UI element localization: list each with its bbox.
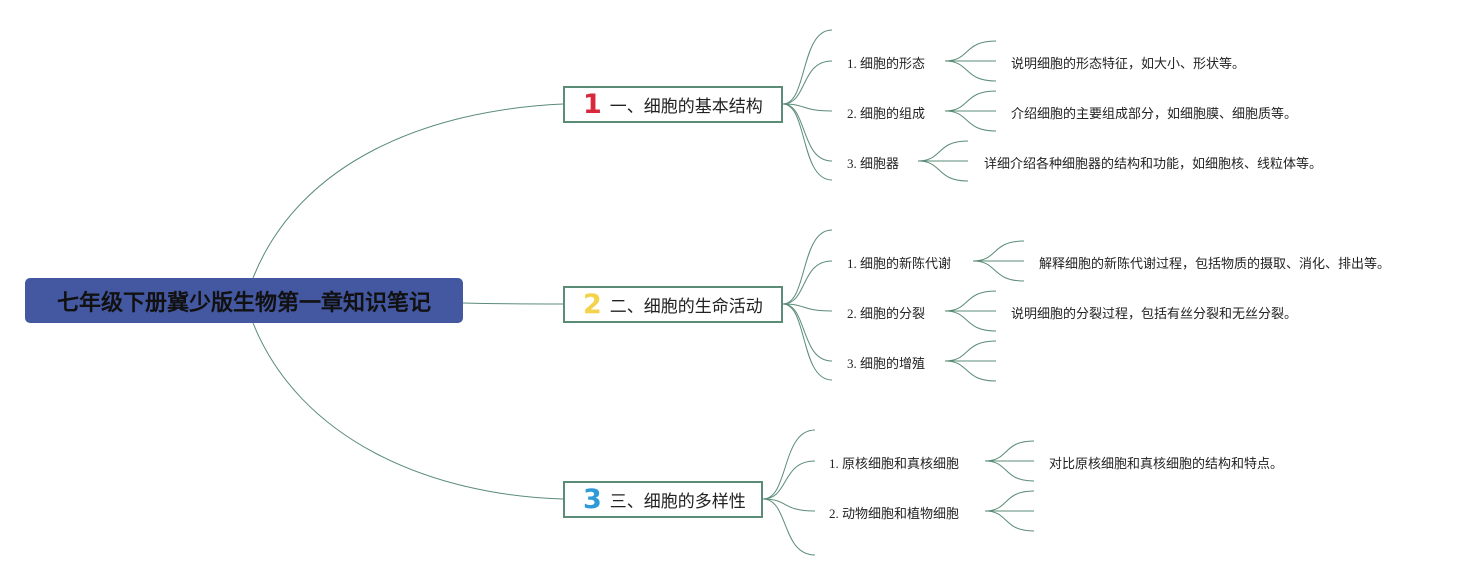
connector-line-8 (782, 229, 833, 305)
number-3-icon: 3 (583, 484, 602, 515)
subtopic-cell-proliferation[interactable]: 3. 细胞的增殖 (847, 356, 926, 371)
connector-line-13 (762, 429, 816, 500)
branch-label: 二、细胞的生命活动 (609, 297, 763, 317)
subtopic-organelles[interactable]: 3. 细胞器 (847, 156, 900, 171)
connector-line-4 (782, 60, 833, 105)
connector-line-17 (944, 40, 997, 62)
connector-line-37 (984, 460, 1035, 482)
branch-cell-diversity[interactable]: 3 三、细胞的多样性 (563, 481, 763, 518)
connector-line-35 (984, 440, 1035, 462)
connector-line-34 (944, 360, 997, 382)
branch-life-activities[interactable]: 2 二、细胞的生命活动 (563, 286, 783, 323)
subtopic-prokaryote-eukaryote[interactable]: 1. 原核细胞和真核细胞 (829, 456, 960, 471)
detail-prokaryote-eukaryote[interactable]: 对比原核细胞和真核细胞的结构和特点。 (1049, 457, 1284, 472)
branch-label: 三、细胞的多样性 (609, 492, 746, 512)
connector-line-26 (972, 240, 1025, 262)
connector-line-32 (944, 340, 997, 362)
subtopic-animal-plant-cells[interactable]: 2. 动物细胞和植物细胞 (829, 506, 960, 521)
connector-line-12 (782, 303, 833, 381)
connector-line-7 (782, 103, 833, 181)
detail-organelles[interactable]: 详细介绍各种细胞器的结构和功能，如细胞核、线粒体等。 (984, 157, 1323, 172)
connector-line-40 (984, 510, 1035, 532)
connector-line-28 (972, 260, 1025, 282)
connector-line-16 (762, 498, 816, 556)
subtopic-metabolism[interactable]: 1. 细胞的新陈代谢 (847, 256, 952, 271)
connector-line-1 (462, 302, 564, 305)
connector-line-29 (944, 290, 997, 312)
connector-line-31 (944, 310, 997, 332)
subtopic-cell-division[interactable]: 2. 细胞的分裂 (847, 306, 926, 321)
number-2-icon: 2 (583, 289, 602, 320)
connector-line-20 (944, 90, 997, 112)
root-topic[interactable]: 七年级下册冀少版生物第一章知识笔记 (25, 278, 463, 323)
root-title: 七年级下册冀少版生物第一章知识笔记 (56, 290, 431, 316)
detail-metabolism[interactable]: 解释细胞的新陈代谢过程，包括物质的摄取、消化、排出等。 (1039, 257, 1391, 272)
connector-line-5 (782, 103, 833, 112)
branch-basic-structure[interactable]: 1 一、细胞的基本结构 (563, 86, 783, 123)
subtopic-cell-shape[interactable]: 1. 细胞的形态 (847, 56, 926, 71)
connector-line-15 (762, 498, 816, 512)
branch-label: 一、细胞的基本结构 (609, 97, 763, 117)
connector-line-10 (782, 303, 833, 312)
connector-line-14 (762, 460, 816, 500)
connector-line-9 (782, 260, 833, 305)
connector-line-2 (252, 322, 564, 500)
connector-line-38 (984, 490, 1035, 512)
subtopic-cell-composition[interactable]: 2. 细胞的组成 (847, 106, 926, 121)
detail-cell-division[interactable]: 说明细胞的分裂过程，包括有丝分裂和无丝分裂。 (1011, 307, 1298, 322)
connector-line-22 (944, 110, 997, 132)
connector-line-23 (917, 140, 969, 162)
detail-cell-shape[interactable]: 说明细胞的形态特征，如大小、形状等。 (1011, 57, 1246, 72)
connector-line-3 (782, 29, 833, 105)
number-1-icon: 1 (583, 89, 602, 120)
connector-line-25 (917, 160, 969, 182)
connector-line-0 (252, 103, 564, 279)
detail-cell-composition[interactable]: 介绍细胞的主要组成部分，如细胞膜、细胞质等。 (1011, 107, 1298, 122)
connector-line-19 (944, 60, 997, 82)
